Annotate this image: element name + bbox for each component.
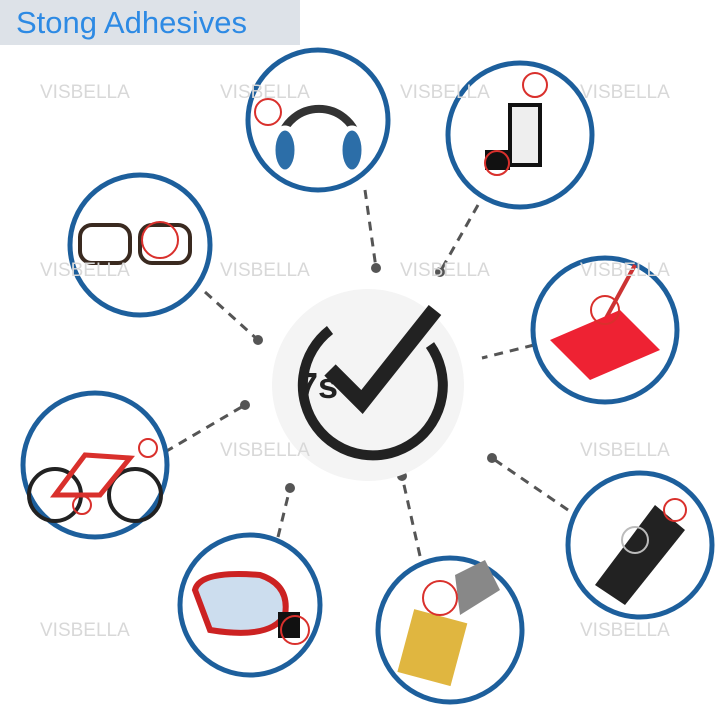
svg-text:VISBELLA: VISBELLA — [220, 440, 310, 461]
seven-seconds-label: 7s — [298, 365, 338, 406]
svg-text:VISBELLA: VISBELLA — [580, 82, 670, 103]
center-stopwatch: 7s — [272, 289, 464, 481]
lamp-circle — [445, 60, 595, 210]
svg-text:VISBELLA: VISBELLA — [40, 82, 130, 103]
item-circles — [20, 47, 715, 705]
bicycle-circle — [20, 390, 170, 540]
svg-text:VISBELLA: VISBELLA — [220, 260, 310, 281]
svg-text:VISBELLA: VISBELLA — [40, 620, 130, 641]
svg-text:VISBELLA: VISBELLA — [40, 260, 130, 281]
svg-text:VISBELLA: VISBELLA — [220, 82, 310, 103]
mop-circle — [530, 255, 680, 405]
headphones-circle — [245, 47, 391, 193]
svg-text:VISBELLA: VISBELLA — [400, 260, 490, 281]
card-circle — [375, 555, 525, 705]
page-title: Stong Adhesives — [0, 0, 300, 45]
svg-text:VISBELLA: VISBELLA — [580, 260, 670, 281]
car-key-circle — [565, 470, 715, 620]
glasses-circle — [67, 172, 213, 318]
checkmark-icon — [324, 305, 442, 415]
watermarks: VISBELLA VISBELLA VISBELLA VISBELLA VISB… — [40, 82, 670, 641]
svg-text:VISBELLA: VISBELLA — [580, 440, 670, 461]
svg-text:VISBELLA: VISBELLA — [400, 82, 490, 103]
svg-text:VISBELLA: VISBELLA — [580, 620, 670, 641]
connector-lines — [164, 189, 569, 557]
car-mirror-circle — [177, 532, 323, 678]
